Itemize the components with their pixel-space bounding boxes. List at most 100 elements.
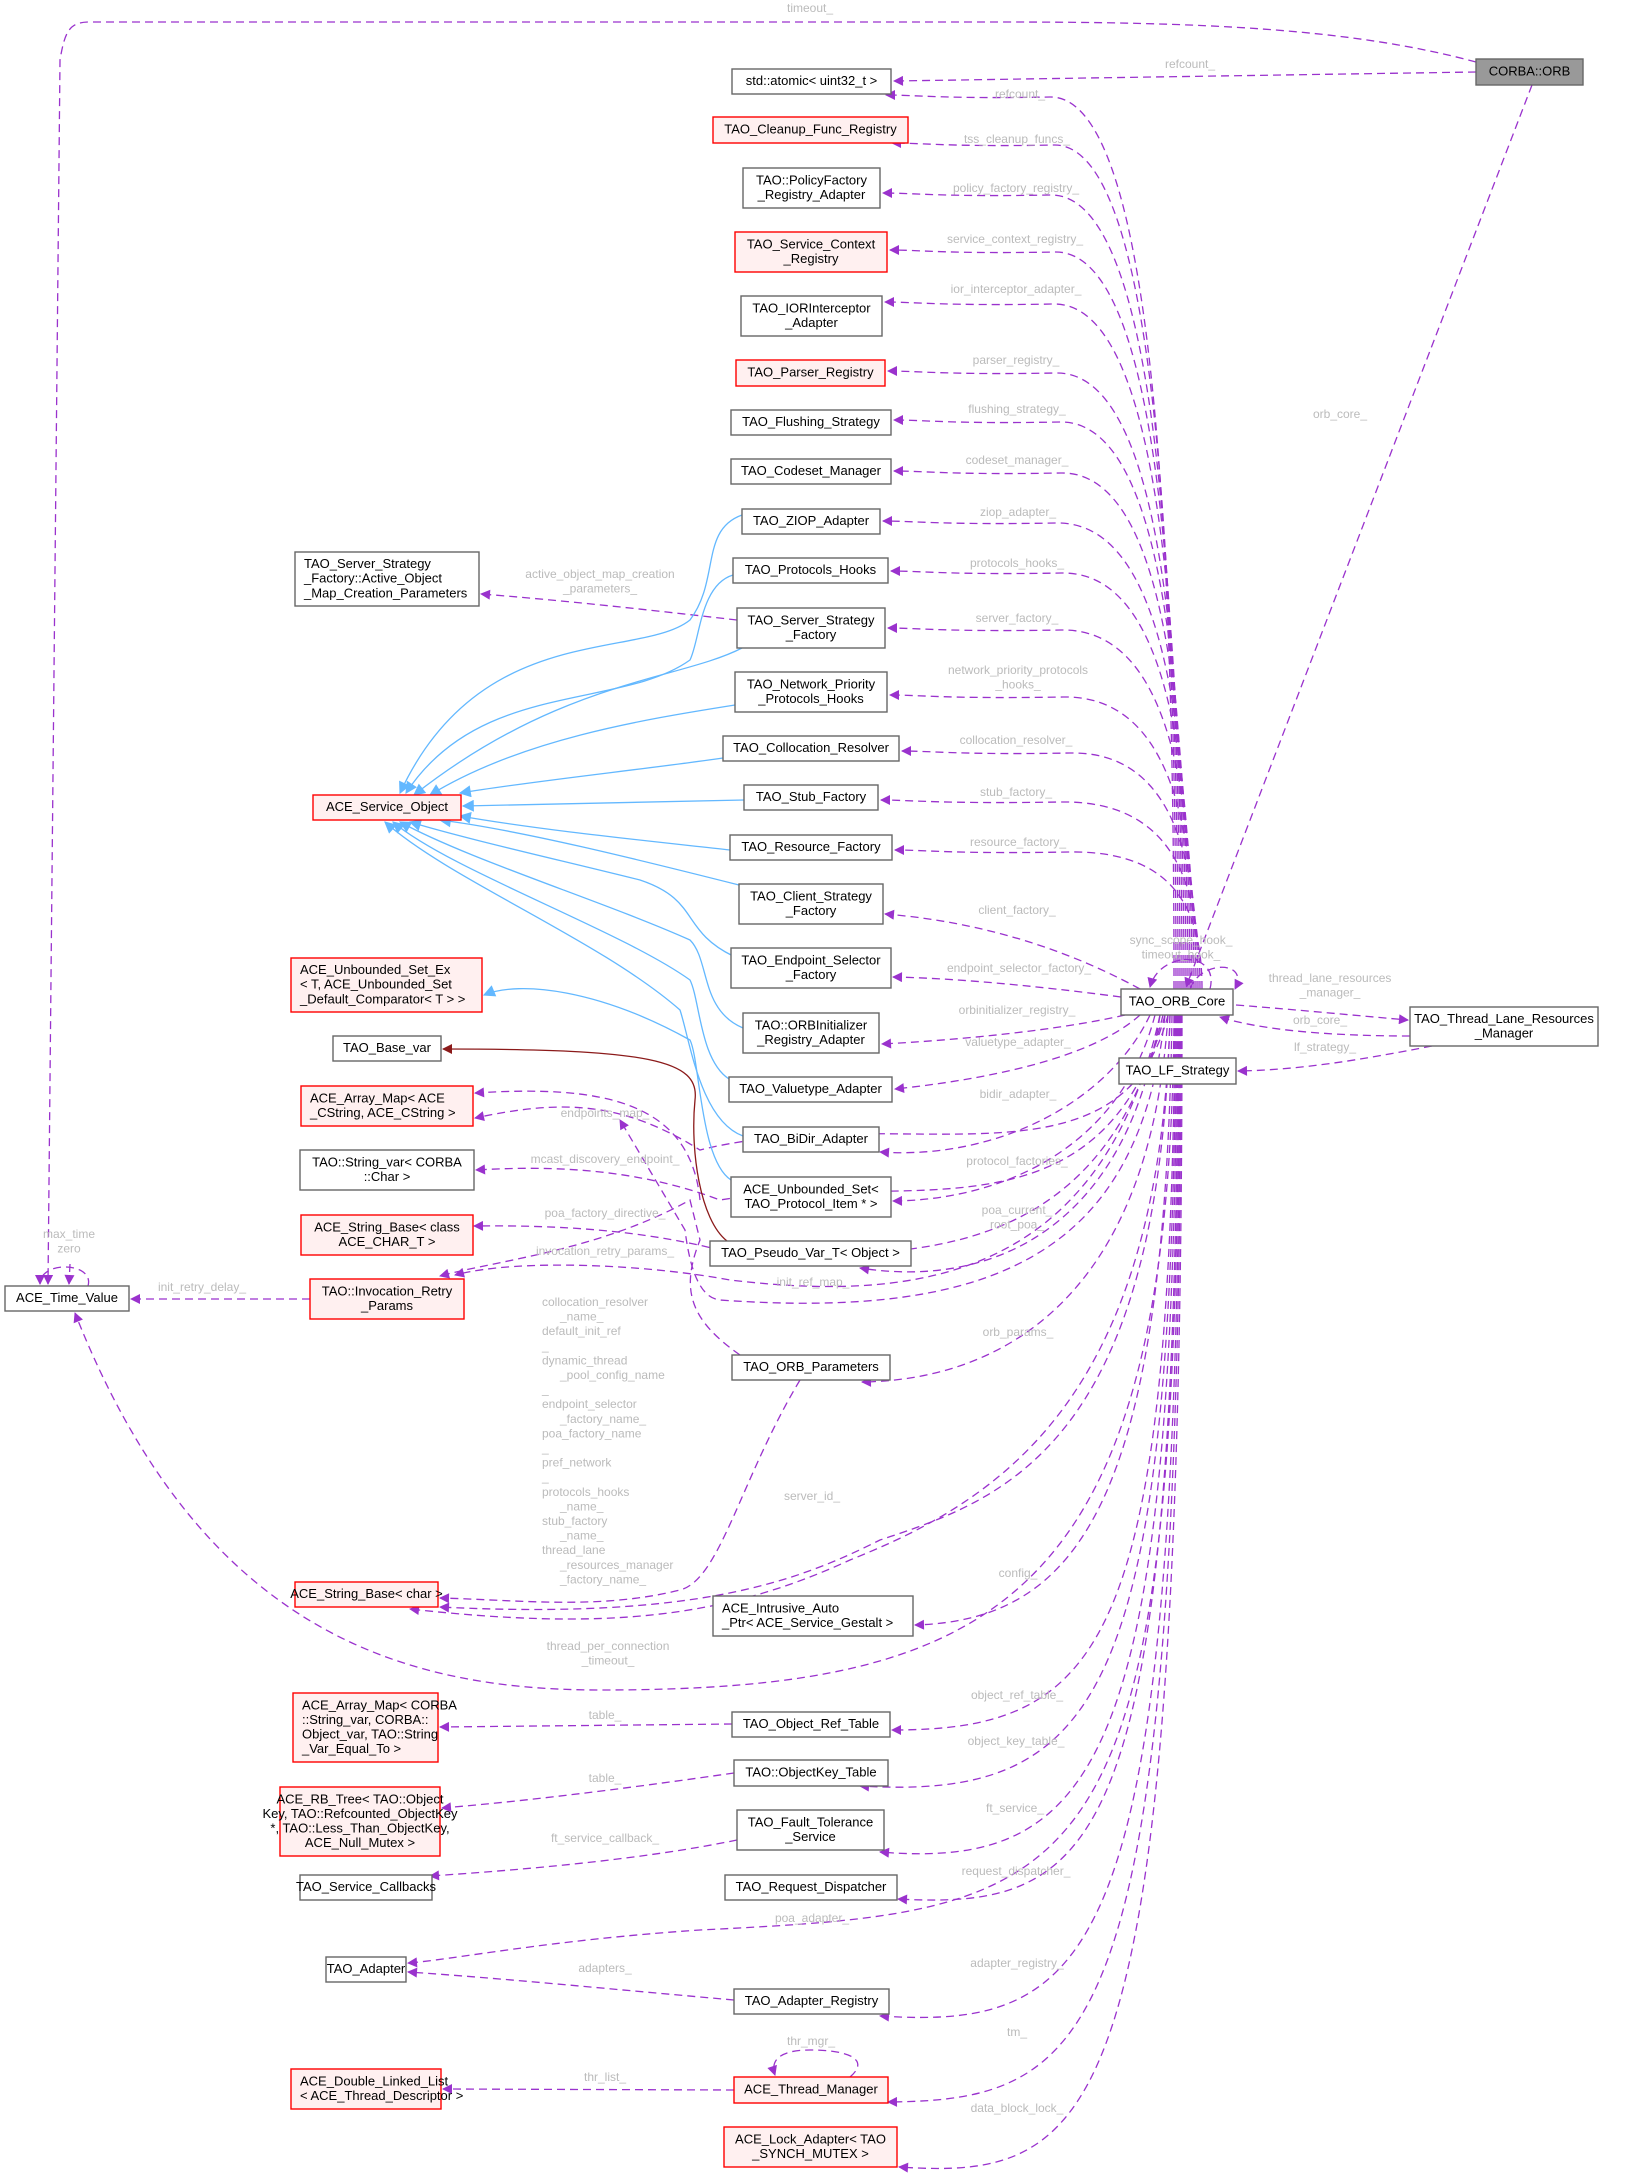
class-node-endpointsel[interactable]: TAO_Endpoint_Selector_Factory: [730, 947, 892, 989]
class-box[interactable]: [736, 1809, 885, 1851]
class-box[interactable]: [733, 1988, 890, 2015]
class-node-stringvar[interactable]: TAO::String_var< CORBA::Char >: [299, 1149, 475, 1191]
class-node-reqdisp[interactable]: TAO_Request_Dispatcher: [724, 1874, 898, 1901]
class-box[interactable]: [741, 508, 881, 535]
class-node-adapterreg[interactable]: TAO_Adapter_Registry: [733, 1988, 890, 2015]
class-box[interactable]: [300, 1085, 474, 1127]
class-node-resfac[interactable]: TAO_Resource_Factory: [729, 834, 893, 861]
class-box[interactable]: [731, 1354, 891, 1381]
class-node-orbcore[interactable]: TAO_ORB_Core: [1120, 988, 1234, 1016]
class-node-faulttol[interactable]: TAO_Fault_Tolerance_Service: [736, 1809, 885, 1851]
class-box[interactable]: [724, 1874, 898, 1901]
class-node-objkeytable[interactable]: TAO::ObjectKey_Table: [733, 1759, 889, 1787]
class-node-pseudovar[interactable]: TAO_Pseudo_Var_T< Object >: [709, 1240, 912, 1267]
class-node-basevar[interactable]: TAO_Base_var: [332, 1035, 442, 1062]
class-box[interactable]: [729, 834, 893, 861]
class-node-invretry[interactable]: TAO::Invocation_Retry_Params: [309, 1278, 465, 1320]
class-node-lfstrat[interactable]: TAO_LF_Strategy: [1118, 1057, 1237, 1085]
class-box[interactable]: [712, 116, 909, 144]
class-node-orbinit[interactable]: TAO::ORBInitializer_Registry_Adapter: [742, 1012, 880, 1054]
class-box[interactable]: [1409, 1006, 1599, 1047]
class-box[interactable]: [742, 1126, 880, 1153]
class-box[interactable]: [730, 458, 892, 485]
class-box[interactable]: [325, 1956, 407, 1983]
class-box[interactable]: [1475, 58, 1584, 86]
class-node-tlrm[interactable]: TAO_Thread_Lane_Resources_Manager: [1409, 1006, 1599, 1047]
class-node-unbset[interactable]: ACE_Unbounded_Set<TAO_Protocol_Item * >: [730, 1176, 892, 1218]
class-node-parser[interactable]: TAO_Parser_Registry: [735, 359, 886, 387]
class-box[interactable]: [742, 167, 881, 209]
class-box[interactable]: [294, 551, 480, 607]
class-node-orb[interactable]: CORBA::ORB: [1475, 58, 1584, 86]
class-node-cleanup[interactable]: TAO_Cleanup_Func_Registry: [712, 116, 909, 144]
class-box[interactable]: [740, 295, 883, 337]
class-box[interactable]: [300, 1214, 474, 1256]
class-node-svcctx[interactable]: TAO_Service_Context_Registry: [734, 231, 888, 273]
class-node-valuetype[interactable]: TAO_Valuetype_Adapter: [728, 1076, 893, 1103]
class-node-stubfac[interactable]: TAO_Stub_Factory: [743, 784, 879, 811]
class-node-objreftable[interactable]: TAO_Object_Ref_Table: [731, 1711, 891, 1738]
class-box[interactable]: [730, 947, 892, 989]
class-node-flushing[interactable]: TAO_Flushing_Strategy: [730, 409, 892, 436]
class-box[interactable]: [738, 883, 884, 925]
class-node-ziop[interactable]: TAO_ZIOP_Adapter: [741, 508, 881, 535]
class-box[interactable]: [299, 1149, 475, 1191]
class-node-netprio[interactable]: TAO_Network_Priority_Protocols_Hooks: [734, 671, 888, 713]
class-box[interactable]: [309, 1278, 465, 1320]
class-box[interactable]: [728, 1076, 893, 1103]
class-box[interactable]: [279, 1786, 441, 1857]
class-node-policyfactory[interactable]: TAO::PolicyFactory_Registry_Adapter: [742, 167, 881, 209]
class-box[interactable]: [742, 1012, 880, 1054]
class-box[interactable]: [292, 1692, 439, 1763]
class-node-unbsetex[interactable]: ACE_Unbounded_Set_Ex< T, ACE_Unbounded_S…: [290, 957, 483, 1013]
class-box[interactable]: [299, 1874, 433, 1901]
class-node-adapter[interactable]: TAO_Adapter: [325, 1956, 407, 1983]
class-box[interactable]: [733, 1759, 889, 1787]
class-box[interactable]: [1118, 1057, 1237, 1085]
class-node-timevalue[interactable]: ACE_Time_Value: [4, 1285, 130, 1312]
class-box[interactable]: [712, 1595, 914, 1637]
class-node-codeset[interactable]: TAO_Codeset_Manager: [730, 458, 892, 485]
class-node-collres[interactable]: TAO_Collocation_Resolver: [722, 735, 900, 762]
class-box[interactable]: [730, 409, 892, 436]
class-node-protohooks[interactable]: TAO_Protocols_Hooks: [732, 557, 889, 584]
class-box[interactable]: [723, 2126, 898, 2168]
class-box[interactable]: [290, 957, 483, 1013]
class-node-svccallbacks[interactable]: TAO_Service_Callbacks: [296, 1874, 436, 1901]
class-node-thrmgr[interactable]: ACE_Thread_Manager: [733, 2076, 889, 2104]
class-box[interactable]: [732, 557, 889, 584]
class-box[interactable]: [733, 2076, 889, 2104]
class-node-iorint[interactable]: TAO_IORInterceptor_Adapter: [740, 295, 883, 337]
class-node-stringbasechar[interactable]: ACE_String_Base< char >: [290, 1581, 443, 1608]
class-node-clientstrat[interactable]: TAO_Client_Strategy_Factory: [738, 883, 884, 925]
class-node-arraymapcorba[interactable]: ACE_Array_Map< CORBA::String_var, CORBA:…: [292, 1692, 457, 1763]
class-node-dll[interactable]: ACE_Double_Linked_List< ACE_Thread_Descr…: [290, 2068, 463, 2110]
class-box[interactable]: [1120, 988, 1234, 1016]
class-box[interactable]: [736, 607, 886, 649]
class-box[interactable]: [743, 784, 879, 811]
class-box[interactable]: [332, 1035, 442, 1062]
class-box[interactable]: [734, 671, 888, 713]
class-node-atomic[interactable]: std::atomic< uint32_t >: [731, 68, 892, 95]
class-box[interactable]: [4, 1285, 130, 1312]
class-node-arraymapcs[interactable]: ACE_Array_Map< ACE_CString, ACE_CString …: [300, 1085, 474, 1127]
class-box[interactable]: [731, 68, 892, 95]
class-box[interactable]: [722, 735, 900, 762]
class-box[interactable]: [294, 1581, 439, 1608]
class-box[interactable]: [734, 231, 888, 273]
class-box[interactable]: [290, 2068, 442, 2110]
class-node-orbparams[interactable]: TAO_ORB_Parameters: [731, 1354, 891, 1381]
class-node-activeobj[interactable]: TAO_Server_Strategy_Factory::Active_Obje…: [294, 551, 480, 607]
class-box[interactable]: [730, 1176, 892, 1218]
class-node-lockadapter[interactable]: ACE_Lock_Adapter< TAO_SYNCH_MUTEX >: [723, 2126, 898, 2168]
class-box[interactable]: [735, 359, 886, 387]
class-box[interactable]: [731, 1711, 891, 1738]
class-box[interactable]: [312, 794, 462, 821]
class-box[interactable]: [709, 1240, 912, 1267]
class-node-serverstrat[interactable]: TAO_Server_Strategy_Factory: [736, 607, 886, 649]
class-node-intrusive[interactable]: ACE_Intrusive_Auto_Ptr< ACE_Service_Gest…: [712, 1595, 914, 1637]
class-node-bidir[interactable]: TAO_BiDir_Adapter: [742, 1126, 880, 1153]
class-node-svcobj[interactable]: ACE_Service_Object: [312, 794, 462, 821]
